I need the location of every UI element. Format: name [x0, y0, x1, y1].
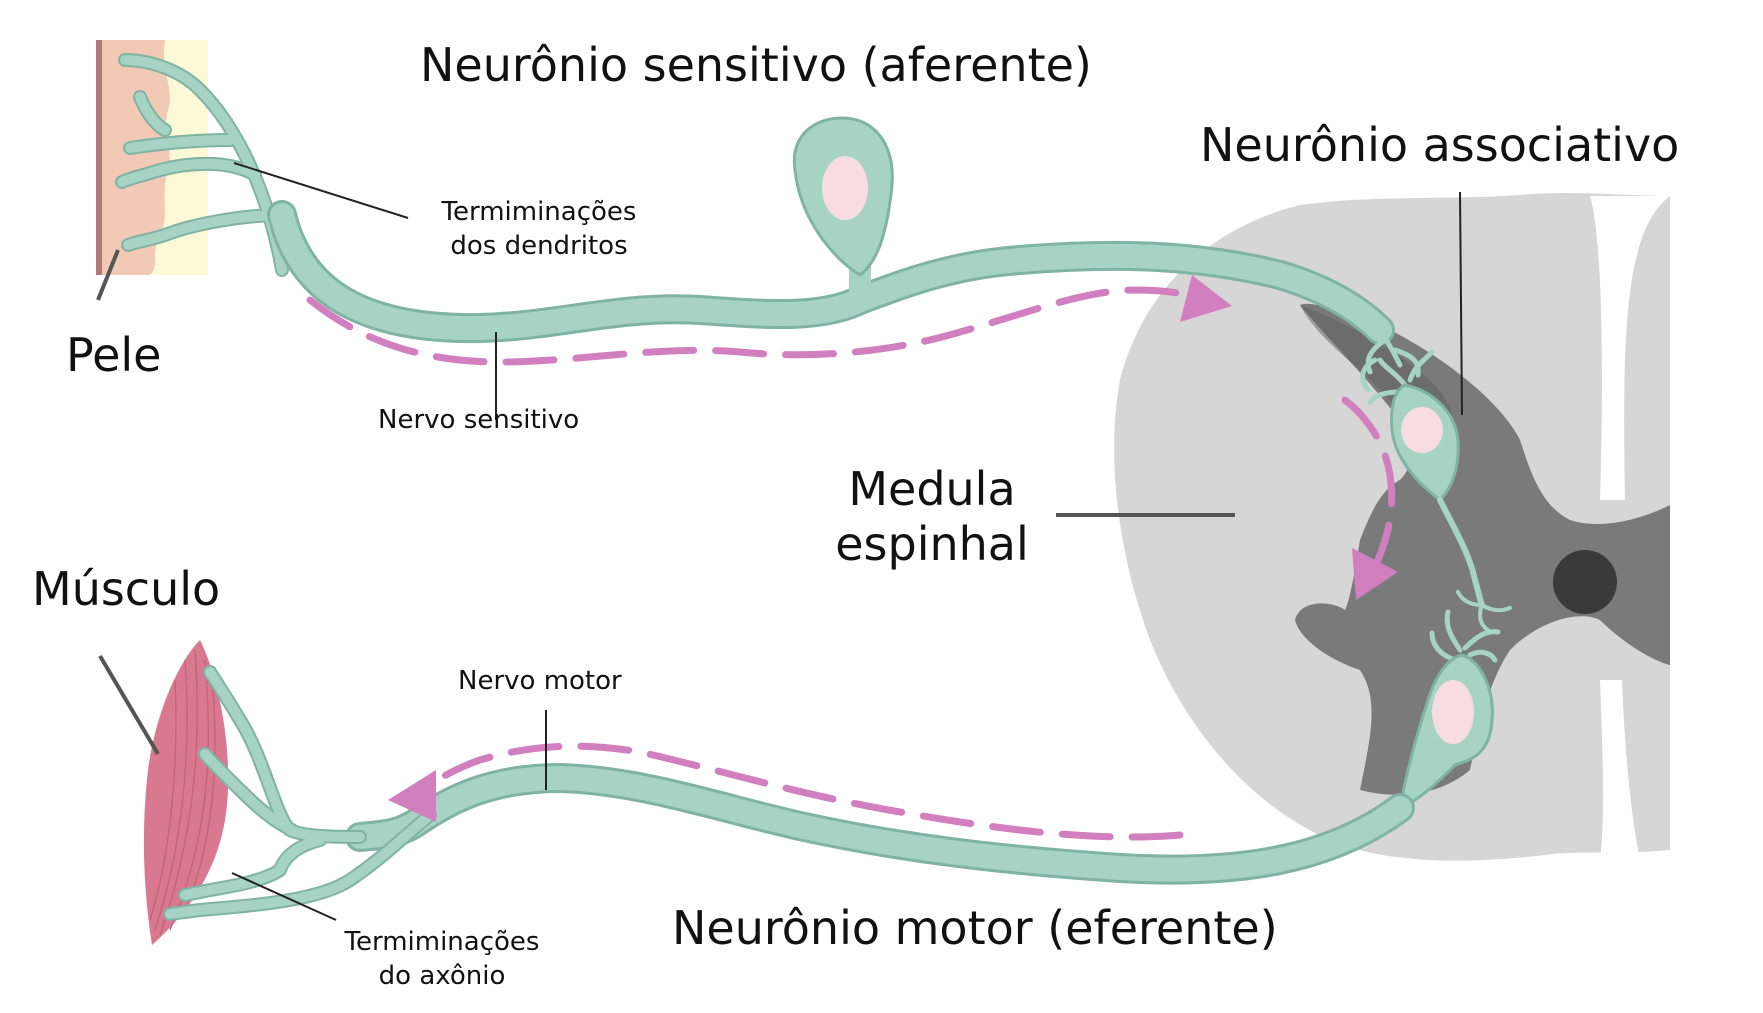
association-signal-path: [1341, 396, 1396, 564]
spinal-cord-label-line2: espinhal: [835, 517, 1029, 572]
sensory-arrowhead: [1180, 275, 1232, 322]
sensory-neuron: [115, 53, 1421, 393]
spinal-cord-label-line1: Medula: [848, 462, 1016, 516]
axon-endings-line2: do axônio: [378, 960, 506, 991]
association-neuron: [1367, 349, 1512, 632]
sensory-nerve-label: Nervo sensitivo: [378, 405, 580, 435]
posterior-fissure: [1590, 196, 1670, 500]
sensory-signal-path: [306, 286, 1189, 366]
motor-signal-path: [408, 742, 1184, 841]
skin-surface: [96, 40, 102, 275]
motor-arrowhead: [388, 770, 436, 822]
sensory-axon-terminals: [1360, 327, 1421, 393]
anterior-fissure: [1600, 680, 1640, 860]
skin-leader: [96, 249, 120, 301]
motor-nucleus: [1432, 680, 1474, 744]
axon-endings-line1: Termiminações: [344, 927, 540, 957]
sensory-neuron-label: Neurônio sensitivo (aferente): [420, 38, 1092, 92]
skin-outer-layer: [100, 40, 170, 275]
axon-endings-leader: [231, 872, 337, 921]
leader-lines: [96, 162, 1463, 921]
sensory-nucleus: [822, 156, 868, 220]
muscle-label: Músculo: [32, 562, 221, 616]
muscle: [143, 640, 229, 945]
central-canal: [1553, 550, 1617, 614]
dendrite-endings-line1: Termiminações: [441, 197, 637, 227]
signal-arrowheads: [388, 275, 1398, 822]
association-nucleus: [1401, 407, 1443, 453]
dendrite-endings-leader: [233, 162, 409, 219]
motor-nerve-label: Nervo motor: [458, 666, 622, 696]
axon-endings-label: Termiminações do axônio: [322, 926, 562, 994]
skin-label: Pele: [66, 328, 162, 382]
muscle-leader: [98, 654, 160, 756]
muscle-belly: [143, 640, 229, 945]
muscle-striations: [149, 649, 216, 936]
association-axon-terminals: [1456, 590, 1512, 632]
dendrite-endings-label: Termiminações dos dendritos: [414, 196, 664, 264]
spinal-cord-label: Medula espinhal: [812, 462, 1052, 572]
gray-matter: [1295, 303, 1670, 795]
dendrite-endings-line2: dos dendritos: [450, 230, 628, 261]
association-neuron-label: Neurônio associativo: [1200, 118, 1680, 172]
association-arrowhead: [1352, 548, 1398, 600]
association-leader: [1459, 191, 1463, 416]
signal-arrows: [306, 286, 1396, 841]
motor-neuron-label: Neurônio motor (eferente): [672, 901, 1278, 955]
association-axon: [1437, 497, 1485, 608]
